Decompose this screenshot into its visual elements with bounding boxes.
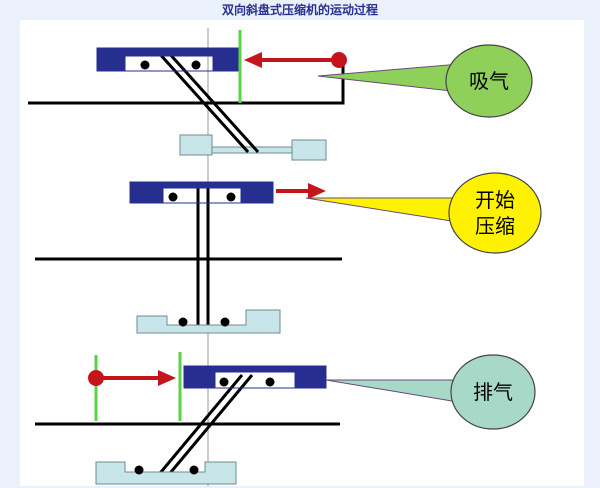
lower-block — [136, 309, 281, 334]
lower-slider — [211, 146, 293, 154]
stage-bubble — [445, 44, 533, 118]
diagram-title: 双向斜盘式压缩机的运动过程 — [221, 3, 378, 17]
lower-ball — [134, 465, 144, 475]
piston — [96, 47, 239, 72]
stage-label-line-2: 压缩 — [475, 214, 515, 238]
stage-bubble — [448, 172, 542, 254]
stage-label-line-1: 开始 — [475, 188, 515, 212]
stage-suction: 吸气 — [28, 30, 533, 161]
flow-arrow-head — [308, 183, 326, 199]
flow-arrow-head — [244, 52, 262, 68]
housing-line-top — [28, 58, 345, 105]
swash-rod — [166, 50, 260, 154]
piston-ball — [219, 377, 229, 387]
piston — [183, 365, 327, 389]
stage-bubble — [450, 354, 536, 430]
piston-ball — [265, 377, 275, 387]
flow-arrow-origin — [331, 52, 347, 68]
flow-arrow-head — [158, 370, 176, 386]
lower-ball — [178, 317, 188, 327]
swash-rod — [154, 374, 244, 479]
swash-rod — [164, 374, 254, 479]
piston — [129, 181, 274, 204]
stage-label: 排气 — [473, 380, 513, 404]
lower-block — [291, 139, 327, 161]
piston-ball — [140, 60, 150, 70]
piston-ball — [191, 60, 201, 70]
swash-rod — [156, 50, 250, 154]
lower-block — [95, 461, 237, 485]
stage-start-compression: 开始 压缩 — [35, 172, 542, 334]
stage-label: 吸气 — [469, 69, 509, 93]
lower-block — [179, 134, 213, 156]
stage-discharge: 排气 — [35, 352, 536, 485]
piston-ball — [226, 192, 236, 202]
piston-ball — [168, 192, 178, 202]
flow-arrow-origin — [88, 370, 104, 386]
lower-ball — [220, 317, 230, 327]
lower-ball — [189, 465, 199, 475]
